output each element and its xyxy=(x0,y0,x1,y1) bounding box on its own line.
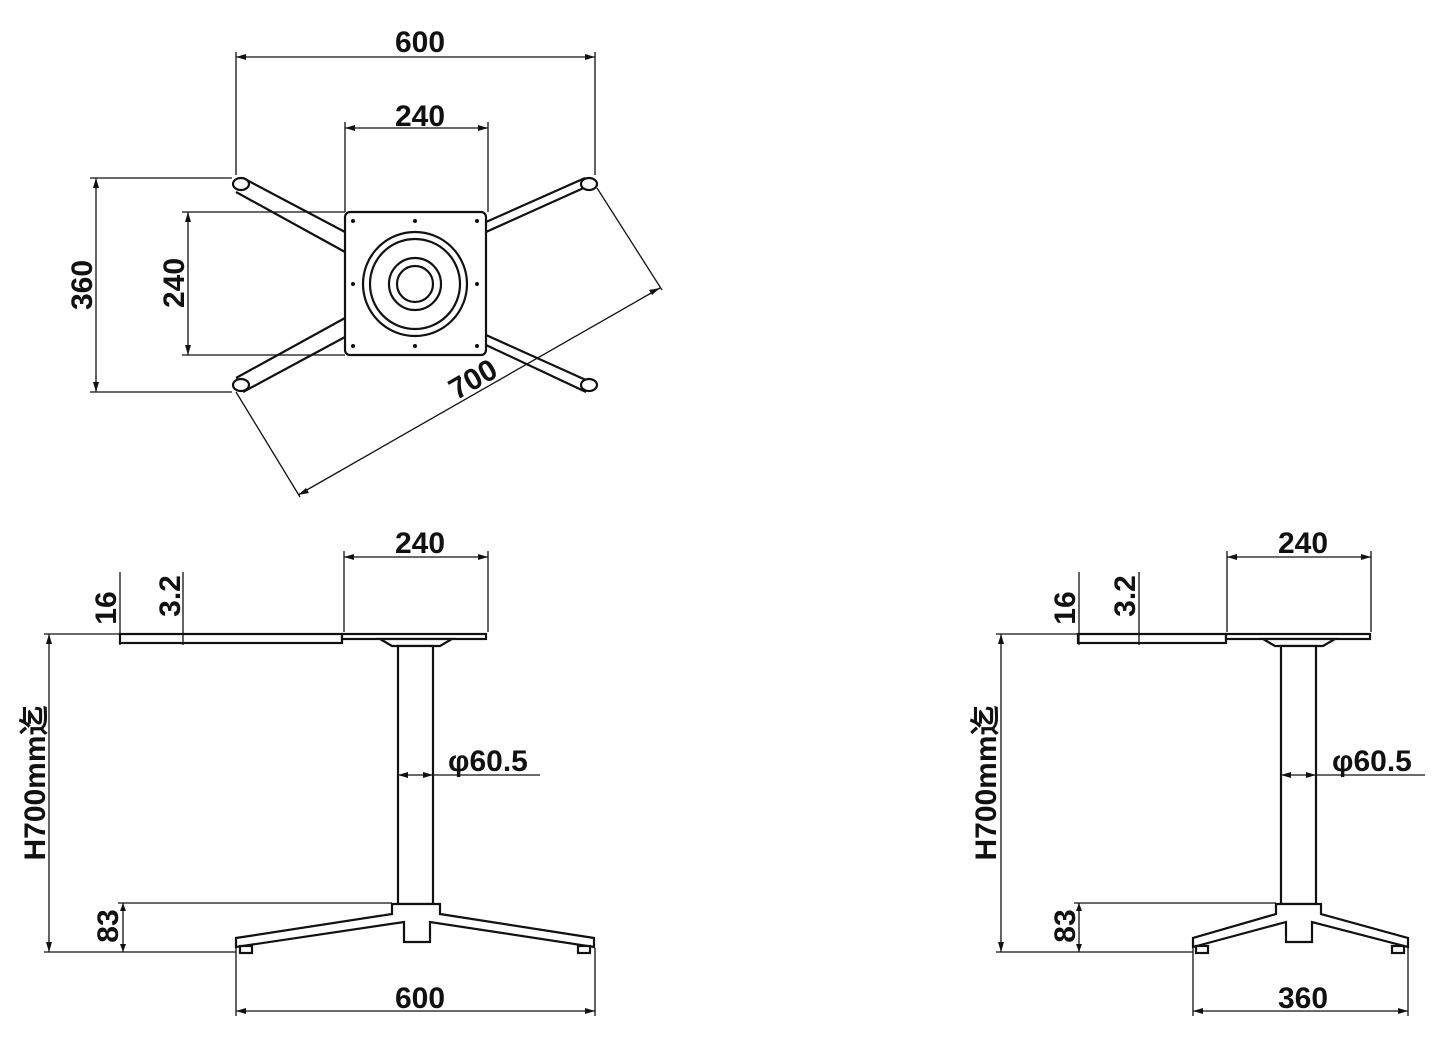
dim-top-overall-depth: 360 xyxy=(66,177,232,393)
side-plate-boss xyxy=(1258,637,1340,648)
side-foot-left xyxy=(1194,944,1210,955)
dim-side-base-height: 83 xyxy=(1049,902,1276,952)
dim-side-plate-width-label: 240 xyxy=(1278,527,1328,560)
dim-front-height: H700mm迄 xyxy=(19,633,236,953)
front-foot-right xyxy=(576,944,592,955)
dim-front-top-thickness-label: 16 xyxy=(90,591,123,624)
dim-side-base-height-label: 83 xyxy=(1049,909,1082,942)
dim-top-plate-depth-label: 240 xyxy=(158,258,191,308)
dim-side-top-thickness: 16 xyxy=(1049,572,1082,645)
dim-side-pole-diameter: φ60.5 xyxy=(1281,745,1425,778)
plate-ring-outer xyxy=(361,230,469,338)
dim-side-plate-width: 240 xyxy=(1226,527,1372,632)
dim-top-overall-width-label: 600 xyxy=(395,26,445,59)
dim-front-pole-diameter: φ60.5 xyxy=(398,745,540,778)
dim-top-overall-depth-label: 360 xyxy=(66,260,99,310)
pole-outer xyxy=(387,256,443,312)
foot-pad-bottom-right xyxy=(579,377,599,393)
dim-front-plate-width: 240 xyxy=(343,527,489,632)
front-base xyxy=(234,902,596,949)
front-table-top xyxy=(118,632,344,645)
front-foot-left xyxy=(238,944,254,955)
dim-top-plate-depth: 240 xyxy=(158,211,345,356)
dim-top-overall-width: 600 xyxy=(235,26,596,175)
dim-side-top-thickness-label: 16 xyxy=(1049,591,1082,624)
dim-front-base-height-label: 83 xyxy=(92,909,125,942)
pole-inner xyxy=(395,264,435,304)
front-view: 240 16 3.2 H700mm迄 φ60.5 xyxy=(19,527,596,1016)
plate-bolt-holes xyxy=(351,219,479,348)
top-view: 600 240 360 240 xyxy=(66,26,663,498)
plate-ring-inner xyxy=(368,237,462,331)
dim-front-plate-thickness: 3.2 xyxy=(154,572,187,645)
foot-pad-bottom-left xyxy=(231,377,251,393)
side-base xyxy=(1191,902,1410,949)
dim-side-height: H700mm迄 xyxy=(970,633,1193,953)
side-foot-right xyxy=(1390,944,1406,955)
side-table-top xyxy=(1076,632,1228,645)
foot-pad-top-left xyxy=(231,176,251,192)
dim-front-pole-diameter-label: φ60.5 xyxy=(448,745,528,778)
dim-front-height-label: H700mm迄 xyxy=(19,705,52,860)
top-view-mounting-plate xyxy=(343,210,488,357)
dim-top-plate-width: 240 xyxy=(344,100,489,212)
dim-front-base-width: 600 xyxy=(235,948,596,1016)
dim-front-base-height: 83 xyxy=(92,902,392,952)
dim-top-plate-width-label: 240 xyxy=(395,100,445,133)
dim-front-plate-width-label: 240 xyxy=(395,527,445,560)
dim-front-top-thickness: 16 xyxy=(90,572,123,645)
dim-top-diagonal-label: 700 xyxy=(443,353,503,407)
dim-side-base-width-label: 360 xyxy=(1278,982,1328,1015)
dim-side-plate-thickness-label: 3.2 xyxy=(1109,575,1142,617)
dim-side-plate-thickness: 3.2 xyxy=(1109,572,1142,645)
side-view: 240 16 3.2 H700mm迄 φ60.5 xyxy=(970,527,1425,1016)
dim-side-base-width: 360 xyxy=(1192,948,1409,1016)
top-view-legs xyxy=(231,176,599,393)
dim-side-height-label: H700mm迄 xyxy=(970,705,1003,860)
dim-side-pole-diameter-label: φ60.5 xyxy=(1332,745,1412,778)
dim-front-plate-thickness-label: 3.2 xyxy=(154,575,187,617)
dim-front-base-width-label: 600 xyxy=(395,982,445,1015)
front-plate-boss xyxy=(375,637,457,648)
foot-pad-top-right xyxy=(579,176,599,192)
